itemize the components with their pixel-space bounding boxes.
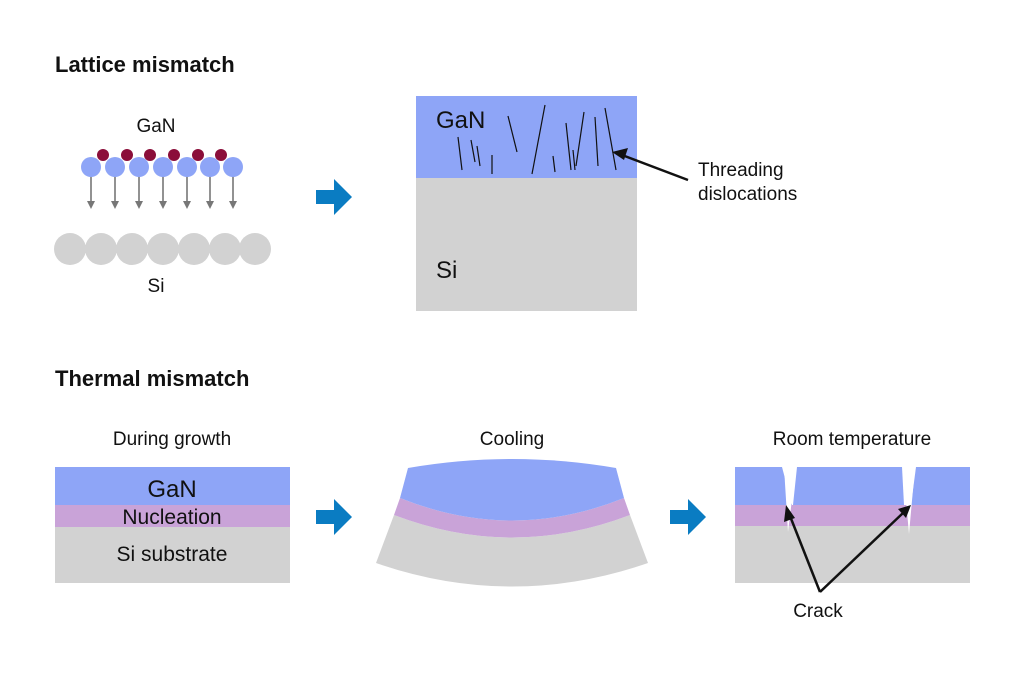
growth-nucleation-layer (55, 505, 290, 527)
annotation-line-1: Threading (698, 160, 784, 181)
nitrogen-atom (215, 149, 227, 161)
gallium-atom (81, 157, 101, 177)
cooling-nucleation-layer (394, 498, 630, 538)
dislocation-line (476, 145, 481, 167)
lattice-gan-layer-label: GaN (436, 107, 485, 134)
annotation-pointer (621, 153, 689, 182)
dislocation-line (507, 115, 518, 153)
drop-arrow-head (111, 201, 119, 209)
nitrogen-atom (121, 149, 133, 161)
si-atoms-label: Si (148, 276, 165, 297)
si-atom (178, 233, 210, 265)
drop-arrow-head (206, 201, 214, 209)
nitrogen-atom (144, 149, 156, 161)
process-arrow (316, 179, 352, 215)
crack-wedge (903, 467, 915, 534)
gallium-atom (223, 157, 243, 177)
annotation-pointer-head (612, 148, 628, 160)
si-atom (85, 233, 117, 265)
stage-label-growth: During growth (113, 429, 231, 450)
crack-label: Crack (793, 601, 843, 622)
growth-gan-label: GaN (147, 476, 196, 503)
dislocation-line (604, 107, 617, 171)
dislocation-line (470, 139, 476, 163)
room-gan-segment (911, 467, 970, 505)
gan-atom-row (81, 149, 243, 209)
process-arrow (670, 499, 706, 535)
crack-pointer-head (784, 505, 795, 522)
si-atom (147, 233, 179, 265)
gallium-atom (177, 157, 197, 177)
growth-substrate-layer (55, 527, 290, 583)
room-gan-segment (735, 467, 792, 505)
dislocation-line (572, 149, 576, 171)
dislocation-line (565, 122, 572, 171)
lattice-si-layer-label: Si (436, 257, 457, 284)
si-atom-row (54, 233, 271, 265)
gallium-atom (129, 157, 149, 177)
lattice-gan-layer (416, 96, 637, 178)
nitrogen-atom (192, 149, 204, 161)
drop-arrow-head (183, 201, 191, 209)
si-atom (116, 233, 148, 265)
room-stack (735, 467, 970, 583)
cooling-gan-layer (400, 459, 624, 521)
nitrogen-atom (97, 149, 109, 161)
dislocation-line (575, 111, 585, 167)
gan-atoms-label: GaN (136, 116, 175, 137)
gallium-atom (105, 157, 125, 177)
growth-substrate-label: Si substrate (117, 543, 228, 566)
nitrogen-atom (168, 149, 180, 161)
dislocation-line (594, 116, 599, 167)
si-atom (54, 233, 86, 265)
drop-arrow-head (229, 201, 237, 209)
stage-label-room: Room temperature (773, 429, 931, 450)
cooling-stack (376, 459, 648, 587)
lattice-si-layer (416, 178, 637, 311)
dislocation-line (531, 104, 546, 175)
growth-nucleation-label: Nucleation (122, 506, 221, 529)
room-gan-segment (793, 467, 904, 505)
crack-pointer-head (898, 505, 911, 518)
annotation-line-2: dislocations (698, 184, 797, 205)
crack-pointer (819, 512, 904, 593)
room-substrate-layer (735, 526, 970, 583)
threading-dislocations (457, 104, 617, 175)
room-nucleation-layer (735, 505, 970, 526)
si-atom (239, 233, 271, 265)
dislocation-line (457, 136, 463, 171)
growth-stack: GaN Nucleation Si substrate (55, 467, 290, 583)
gallium-atom (153, 157, 173, 177)
dislocation-line (552, 155, 556, 173)
growth-gan-layer (55, 467, 290, 505)
drop-arrow-head (87, 201, 95, 209)
lattice-heading: Lattice mismatch (55, 52, 235, 77)
process-arrow (316, 499, 352, 535)
gallium-atom (200, 157, 220, 177)
cooling-substrate-layer (376, 515, 648, 587)
thermal-heading: Thermal mismatch (55, 366, 249, 391)
stage-label-cooling: Cooling (480, 429, 544, 450)
drop-arrow-head (135, 201, 143, 209)
si-atom (209, 233, 241, 265)
drop-arrow-head (159, 201, 167, 209)
crack-pointer (788, 515, 822, 593)
